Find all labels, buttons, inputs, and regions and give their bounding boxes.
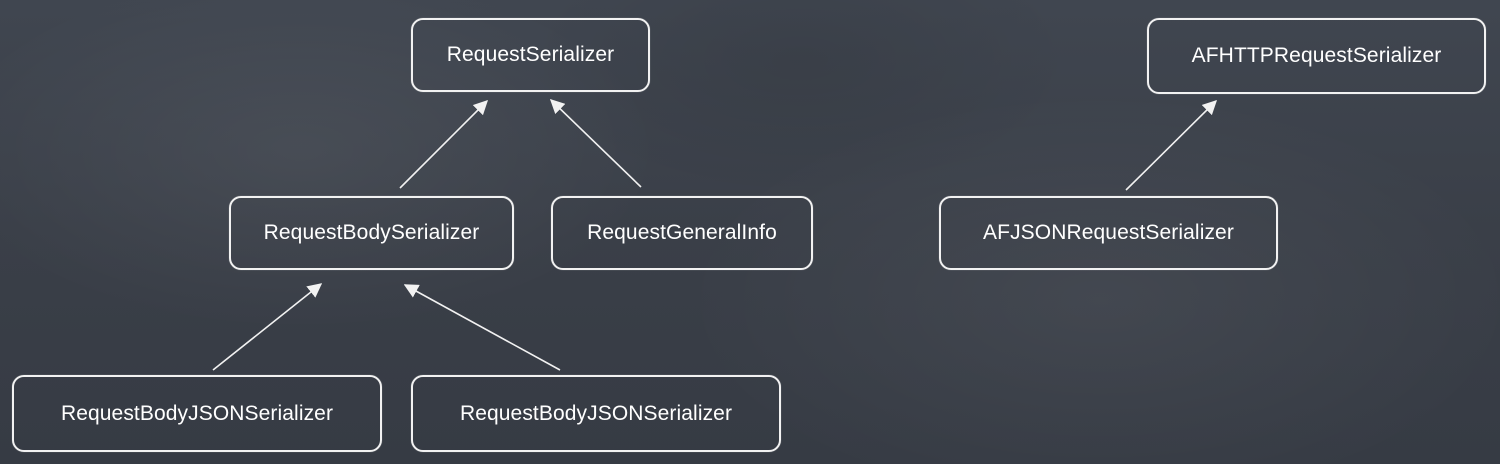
node-label: AFHTTPRequestSerializer bbox=[1191, 44, 1442, 67]
node-request-serializer: RequestSerializer bbox=[411, 18, 650, 92]
node-label: RequestBodyJSONSerializer bbox=[459, 401, 733, 425]
node-request-general-info: RequestGeneralInfo bbox=[551, 196, 813, 270]
node-request-body-json-serializer-left: RequestBodyJSONSerializer bbox=[12, 375, 382, 452]
arrow-afjsonrequestserializer-to-afhttprequestserializer bbox=[1125, 99, 1218, 191]
node-label: RequestBodySerializer bbox=[263, 221, 480, 244]
node-request-body-serializer: RequestBodySerializer bbox=[229, 196, 514, 270]
node-label: AFJSONRequestSerializer bbox=[983, 221, 1234, 244]
node-label: RequestBodyJSONSerializer bbox=[60, 401, 334, 425]
node-af-http-request-serializer: AFHTTPRequestSerializer bbox=[1147, 18, 1486, 94]
arrow-jsonserializer-left-to-requestbodyserializer bbox=[212, 283, 323, 371]
node-label: RequestSerializer bbox=[446, 43, 615, 66]
arrow-requestbodyserializer-to-requestserializer bbox=[399, 99, 489, 189]
node-request-body-json-serializer-right: RequestBodyJSONSerializer bbox=[411, 375, 781, 452]
arrow-requestgeneralinfo-to-requestserializer bbox=[549, 98, 642, 188]
node-label: RequestGeneralInfo bbox=[587, 221, 777, 244]
node-af-json-request-serializer: AFJSONRequestSerializer bbox=[939, 196, 1278, 270]
arrow-jsonserializer-right-to-requestbodyserializer bbox=[403, 284, 561, 371]
